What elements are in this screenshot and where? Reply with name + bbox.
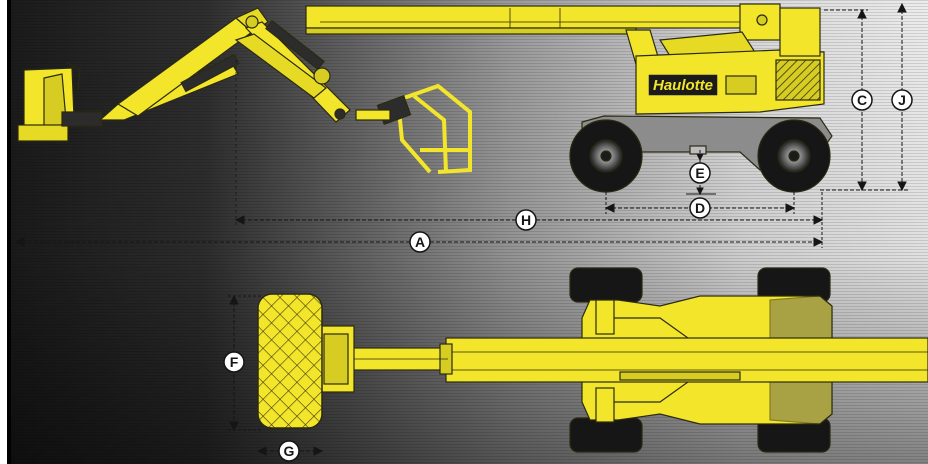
label-g: G — [278, 440, 300, 462]
label-d: D — [689, 197, 711, 219]
side-boom — [305, 5, 767, 29]
side-wheel-front — [569, 119, 643, 193]
svg-text:D: D — [695, 200, 705, 216]
label-f: F — [223, 351, 245, 373]
label-a: A — [409, 231, 431, 253]
top-platform — [257, 293, 323, 429]
label-j: J — [891, 89, 913, 111]
svg-text:A: A — [415, 234, 425, 250]
label-e: E — [689, 162, 711, 184]
side-basket-right — [396, 83, 472, 174]
side-wheel-rear — [757, 119, 831, 193]
label-c: C — [851, 89, 873, 111]
top-wheel-front-left — [569, 267, 643, 303]
svg-text:H: H — [521, 212, 531, 228]
label-h: H — [515, 209, 537, 231]
svg-text:G: G — [284, 443, 295, 459]
svg-text:J: J — [898, 92, 906, 108]
top-view — [257, 267, 928, 453]
side-basket-left — [17, 61, 103, 142]
dimension-labels: A H C J E D F G — [223, 89, 913, 462]
left-border — [0, 0, 7, 464]
side-view: Haulotte — [17, 3, 833, 193]
top-wheel-front-right — [569, 417, 643, 453]
svg-text:F: F — [230, 354, 239, 370]
svg-text:C: C — [857, 92, 867, 108]
brand-name: Haulotte — [653, 77, 713, 94]
svg-text:E: E — [695, 165, 704, 181]
brand-plate — [647, 73, 719, 97]
